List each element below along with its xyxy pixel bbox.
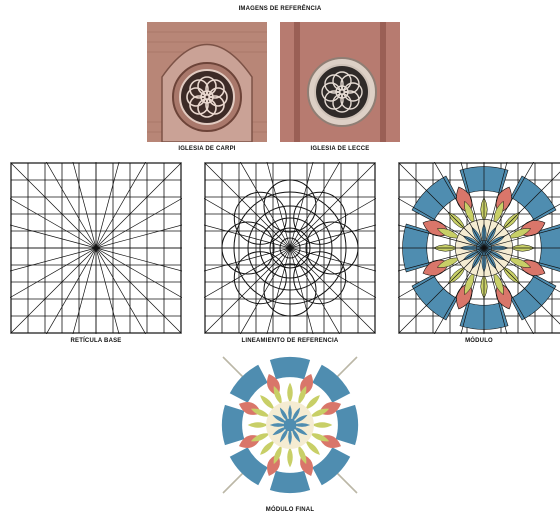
center-disc xyxy=(284,419,297,432)
yellow-petal xyxy=(260,441,274,455)
rosette xyxy=(222,357,358,493)
center-point xyxy=(94,246,98,250)
blue-lobe xyxy=(270,357,310,379)
panel-caption-reticula: RETÍCULA BASE xyxy=(10,338,182,344)
yellow-petal xyxy=(306,395,320,409)
blue-lobe xyxy=(336,405,358,445)
photo-caption-carpi: IGLESIA DE CARPI xyxy=(147,146,267,152)
yellow-petal xyxy=(306,441,320,455)
panel-reticula-base xyxy=(10,162,182,334)
panel-lineamiento xyxy=(204,162,376,334)
panel-caption-lineamiento: LINEAMIENTO DE REFERENCIA xyxy=(204,338,376,344)
photo-caption-lecce: IGLESIA DE LECCE xyxy=(280,146,400,152)
photo-iglesia-carpi xyxy=(147,22,267,142)
yellow-petal xyxy=(287,447,293,467)
panel-modulo xyxy=(398,162,560,334)
blue-lobe xyxy=(222,405,244,445)
panel-modulo-final xyxy=(205,345,375,505)
yellow-petal xyxy=(312,422,332,428)
yellow-petal xyxy=(287,383,293,403)
reference-radials xyxy=(204,162,376,334)
panel-caption-modulo: MÓDULO xyxy=(398,338,560,344)
blue-lobe xyxy=(270,471,310,493)
yellow-petal xyxy=(260,395,274,409)
page-title: IMAGENS DE REFERÊNCIA xyxy=(180,6,380,12)
final-caption: MÓDULO FINAL xyxy=(205,507,375,513)
photo-iglesia-lecce xyxy=(280,22,400,142)
yellow-petal xyxy=(248,422,268,428)
